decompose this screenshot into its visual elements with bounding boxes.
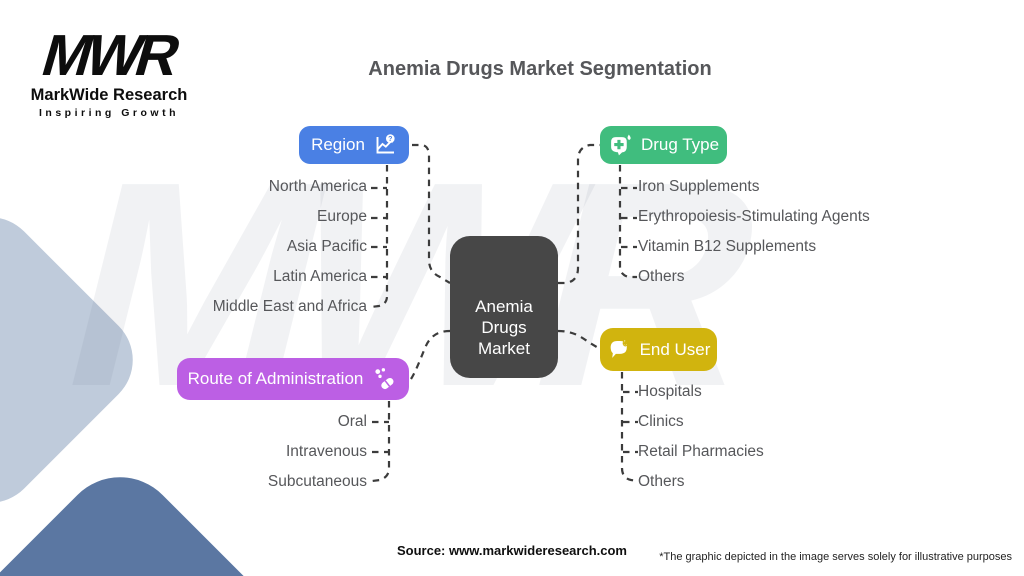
leaf-region-item: North America	[268, 178, 367, 195]
leaf-drug-type-item: Vitamin B12 Supplements	[638, 238, 817, 255]
markwide-logo: MWR MarkWide Research Inspiring Growth	[26, 23, 192, 119]
disclaimer-note: *The graphic depicted in the image serve…	[659, 551, 1012, 563]
leaf-route-item: Subcutaneous	[267, 473, 367, 490]
leaf-end-user-item: Clinics	[638, 413, 684, 430]
chat-droplet-icon	[607, 337, 632, 362]
branch-node-label: Route of Administration	[187, 369, 364, 388]
branch-node-route-of-administration: Route of Administration	[177, 358, 409, 400]
source-line: Source: www.markwideresearch.com	[396, 543, 627, 558]
wire-region-to-center	[412, 143, 451, 284]
branch-node-end-user: End User	[600, 328, 717, 371]
medical-kit-droplet-icon	[608, 133, 633, 158]
branch-node-region: Region ?	[299, 126, 409, 164]
page-title: Anemia Drugs Market Segmentation	[368, 58, 712, 80]
center-node-anemia-drugs-market: Anemia Drugs Market	[450, 236, 558, 378]
branch-node-label: Drug Type	[640, 135, 720, 154]
wire-region-spine	[370, 165, 389, 309]
wire-center-to-enduser	[557, 329, 601, 350]
logo-tagline: Inspiring Growth	[39, 107, 179, 119]
leaf-route-item: Intravenous	[286, 443, 367, 460]
leaf-drug-type-item: Erythropoiesis-Stimulating Agents	[638, 208, 870, 225]
leaf-end-user-item: Retail Pharmacies	[638, 443, 764, 460]
center-node-line: Drugs	[481, 318, 527, 337]
logo-company-name: MarkWide Research	[30, 86, 188, 104]
leaf-route-item: Oral	[337, 413, 367, 430]
branch-node-label: End User	[639, 339, 711, 359]
leaf-end-user-item: Others	[638, 473, 685, 490]
branch-node-drug-type: Drug Type	[600, 126, 727, 164]
leaf-drug-type-item: Others	[638, 268, 685, 285]
wire-center-to-route	[410, 329, 451, 380]
chart-question-icon: ?	[373, 133, 397, 157]
center-node-line: Anemia	[475, 297, 533, 316]
leaf-region-item: Middle East and Africa	[212, 298, 367, 315]
branch-node-label: Region	[311, 135, 365, 154]
wire-enduser-spine	[620, 372, 639, 483]
wire-center-to-drugtype	[558, 143, 600, 285]
center-node-line: Market	[478, 339, 530, 358]
svg-text:?: ?	[388, 136, 392, 143]
leaf-end-user-item: Hospitals	[638, 383, 702, 400]
leaf-region-item: Asia Pacific	[286, 238, 367, 255]
wire-route-spine	[371, 401, 391, 483]
wire-drugtype-spine	[618, 165, 637, 279]
leaf-drug-type-item: Iron Supplements	[638, 178, 760, 195]
pills-icon	[371, 366, 398, 393]
leaf-region-item: Europe	[317, 208, 367, 225]
leaf-region-item: Latin America	[273, 268, 367, 285]
